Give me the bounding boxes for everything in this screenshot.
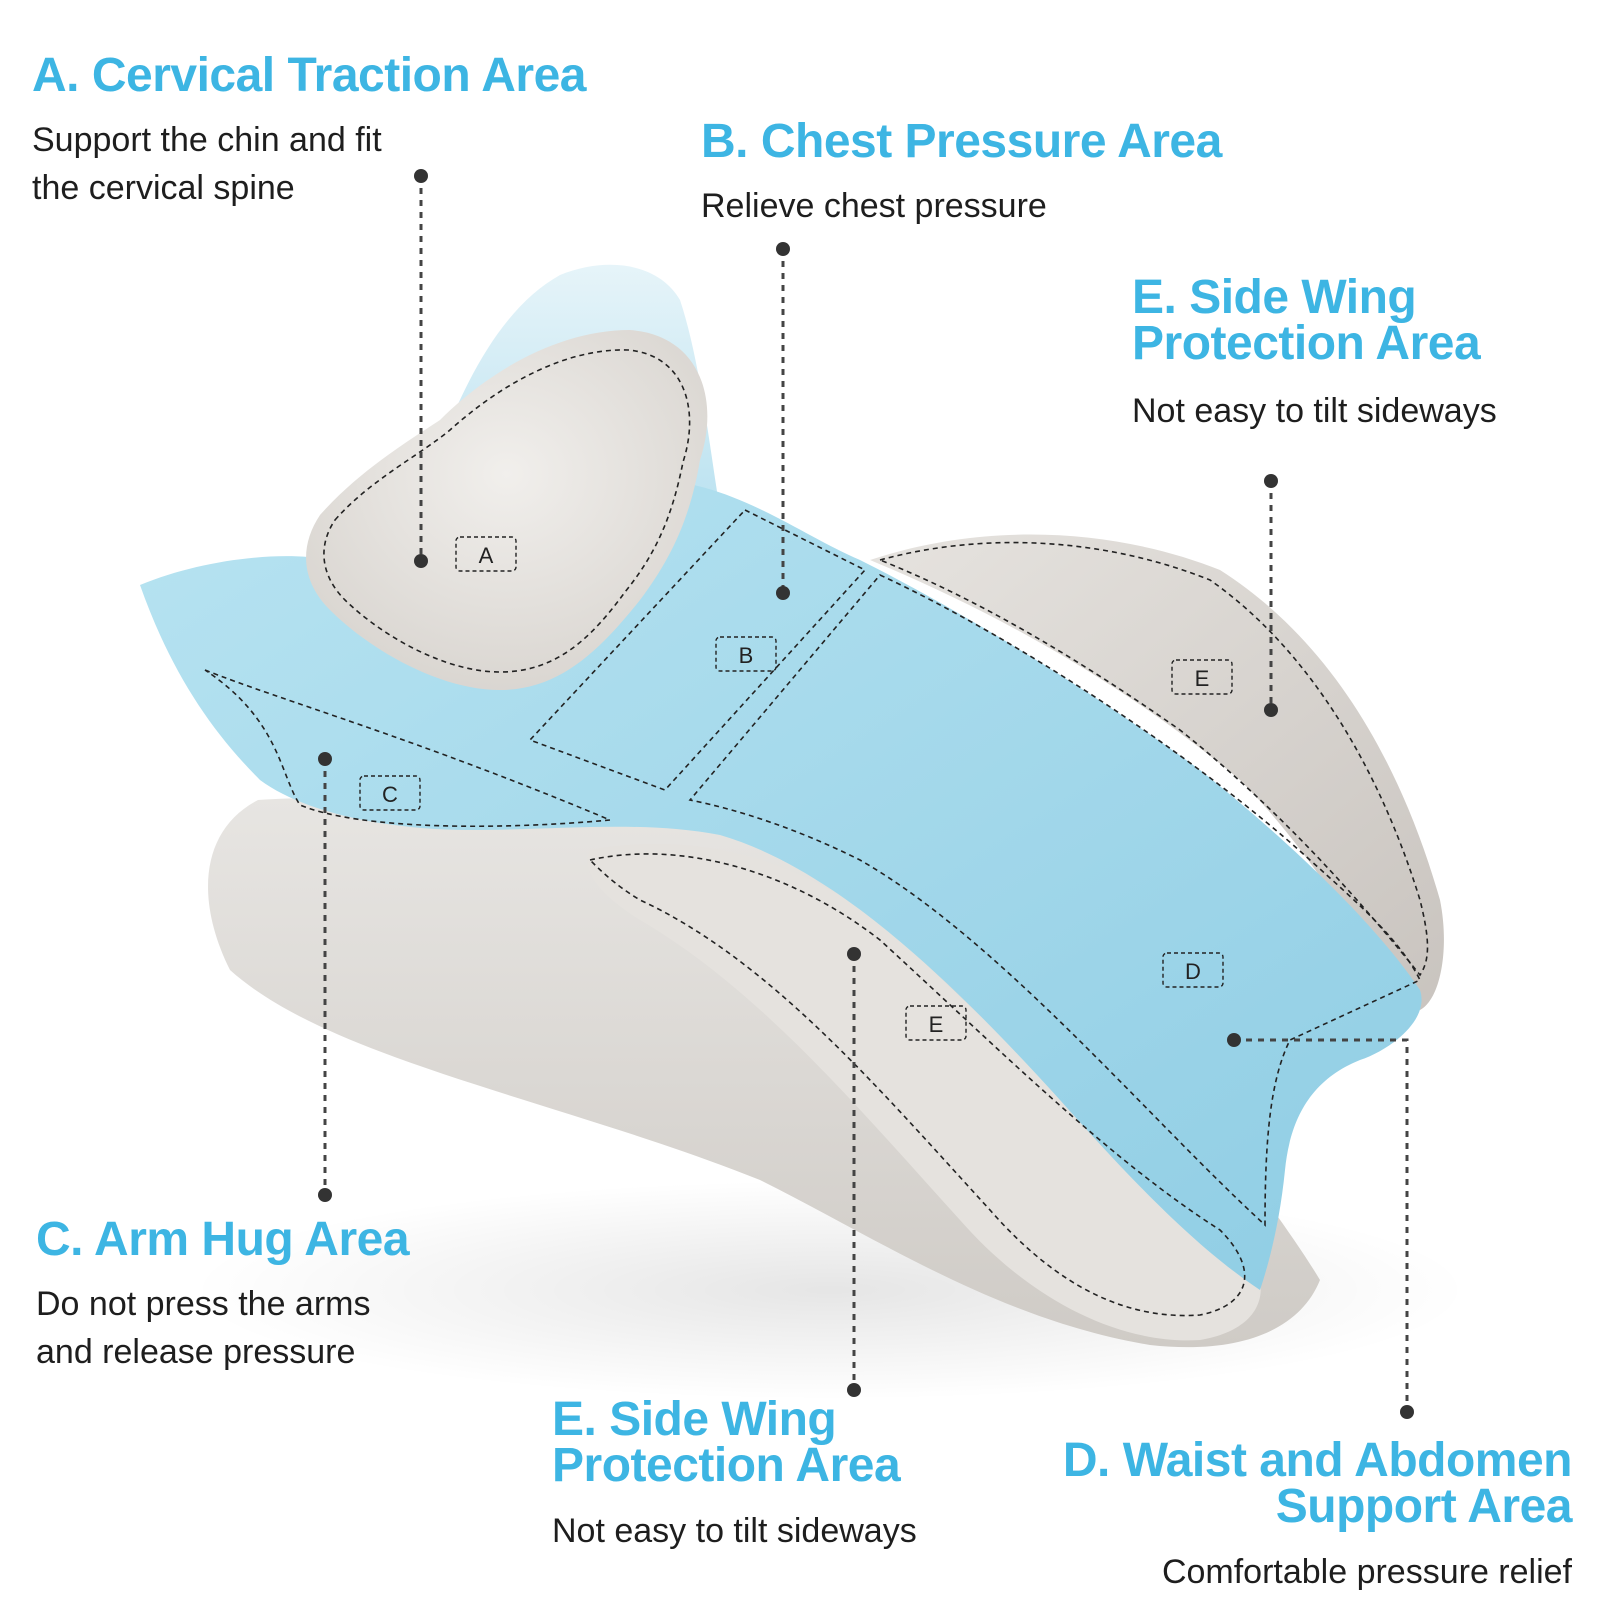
zone-marker-a: A	[455, 536, 517, 572]
zone-marker-e-front: E	[905, 1005, 967, 1041]
zone-e-back-stitch	[877, 541, 1429, 977]
leader-dot	[414, 169, 428, 183]
label-e-bottom-title-line: Protection Area	[552, 1439, 901, 1492]
zone-marker-e-front-letter: E	[929, 1012, 944, 1037]
zone-marker-b: B	[715, 636, 777, 672]
label-b-description-line: Relieve chest pressure	[701, 187, 1047, 225]
label-c-description-line: Do not press the arms	[36, 1285, 371, 1323]
zone-marker-a-letter: A	[479, 543, 494, 568]
label-d-description: Comfortable pressure relief	[1162, 1548, 1572, 1596]
label-a-description-line: Support the chin and fit	[32, 121, 382, 159]
label-b-description: Relieve chest pressure	[701, 182, 1047, 230]
label-d-title-line: D. Waist and Abdomen	[1062, 1434, 1573, 1487]
label-e-bottom-description: Not easy to tilt sideways	[552, 1507, 917, 1555]
zone-marker-e-back-letter: E	[1195, 666, 1210, 691]
leader-dot	[776, 586, 790, 600]
label-a-title: A. Cervical Traction Area	[32, 49, 586, 102]
zone-marker-d: D	[1162, 952, 1224, 988]
leader-dot	[847, 1383, 861, 1397]
zone-marker-d-letter: D	[1185, 959, 1201, 984]
label-e-bottom-title: E. Side Wing Protection Area	[552, 1393, 901, 1492]
label-e-bottom-description-line: Not easy to tilt sideways	[552, 1512, 917, 1550]
chin-pad	[306, 330, 708, 690]
leader-dot	[318, 1188, 332, 1202]
leader-dot	[776, 242, 790, 256]
leader-dot	[1400, 1405, 1414, 1419]
label-e-top-title-line: E. Side Wing	[1132, 271, 1417, 324]
chin-pad-stitch	[323, 349, 691, 673]
back-side-wing	[870, 534, 1444, 1010]
zone-marker-c: C	[359, 775, 421, 811]
zone-marker-c-letter: C	[382, 782, 398, 807]
label-e-bottom-title-line: E. Side Wing	[552, 1393, 837, 1446]
leader-dot	[847, 947, 861, 961]
label-a-description-line: the cervical spine	[32, 169, 295, 207]
label-e-top-description: Not easy to tilt sideways	[1132, 387, 1497, 435]
label-c-title: C. Arm Hug Area	[36, 1213, 410, 1266]
leader-dot	[318, 752, 332, 766]
label-b-title: B. Chest Pressure Area	[701, 115, 1222, 168]
label-c-description-line: and release pressure	[36, 1333, 356, 1371]
leader-dots	[318, 169, 1414, 1419]
leader-dot	[1264, 703, 1278, 717]
front-side-wing	[587, 844, 1261, 1341]
stitch-lines	[204, 509, 1429, 1317]
label-e-top-title: E. Side Wing Protection Area	[1132, 271, 1481, 370]
label-d-title: D. Waist and Abdomen Support Area	[1062, 1434, 1573, 1533]
zone-d-stitch	[688, 574, 1422, 1227]
leader-lines	[323, 176, 1409, 1412]
leader-dot	[1227, 1033, 1241, 1047]
label-d-title-line: Support Area	[1275, 1480, 1573, 1533]
label-e-top-title-line: Protection Area	[1132, 317, 1481, 370]
leader-dot	[1264, 474, 1278, 488]
zone-e-front-stitch	[588, 853, 1246, 1317]
label-a-description: Support the chin and fit the cervical sp…	[32, 116, 382, 212]
zone-c-stitch	[204, 669, 611, 828]
zone-marker-b-letter: B	[739, 643, 754, 668]
label-c-description: Do not press the arms and release pressu…	[36, 1280, 370, 1376]
leader-line-d	[1234, 1038, 1409, 1412]
leader-dot	[414, 554, 428, 568]
label-e-top-description-line: Not easy to tilt sideways	[1132, 392, 1497, 430]
label-d-description-line: Comfortable pressure relief	[1161, 1553, 1572, 1591]
zone-marker-e-back: E	[1171, 659, 1233, 695]
